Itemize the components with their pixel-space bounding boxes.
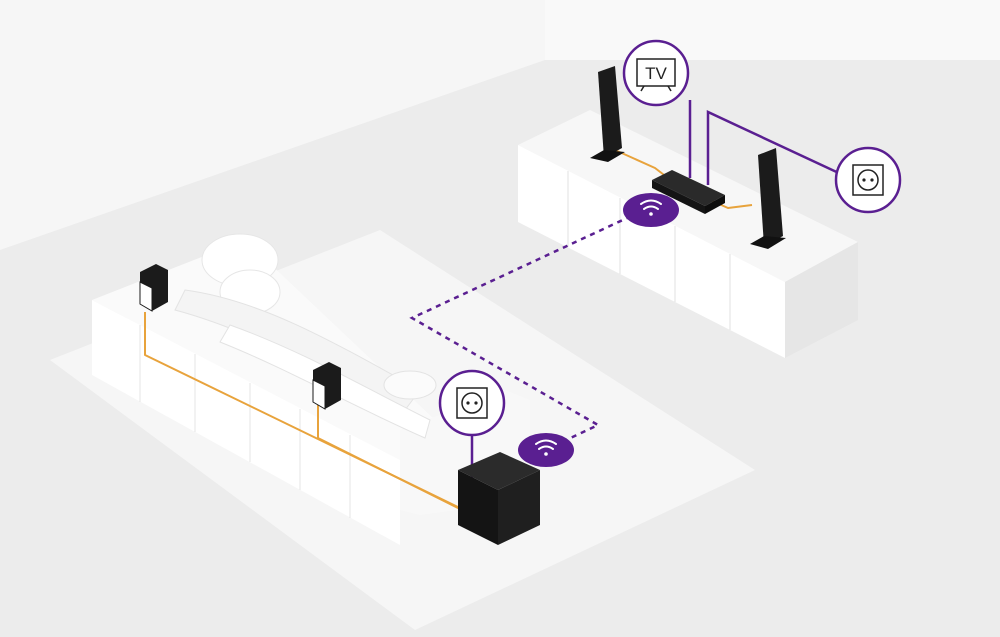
wireless-icon [535,439,557,456]
soundbar [652,170,725,214]
sofa-base-front [92,300,400,545]
back-wall [0,0,1000,250]
console-front [518,145,785,358]
line-outlet-console [706,110,844,185]
rear-right-speaker [312,362,341,410]
tv-label: TV [645,64,667,83]
rear-left-speaker [139,264,168,312]
wireless-badge [623,193,679,227]
wireless-icon [640,199,662,216]
sofa-pillow [383,370,437,400]
front-right-speaker [750,148,786,249]
tv-icon [636,58,676,92]
power-outlet-callout [834,146,902,214]
subwoofer [458,452,540,545]
right-wall [545,0,1000,60]
console-side [785,242,858,358]
power-outlet-icon [852,164,884,196]
wireless-badge [518,433,574,467]
front-left-speaker [590,66,625,162]
tv-callout: TV [622,39,690,107]
power-outlet-callout [438,369,506,437]
power-outlet-icon [456,387,488,419]
